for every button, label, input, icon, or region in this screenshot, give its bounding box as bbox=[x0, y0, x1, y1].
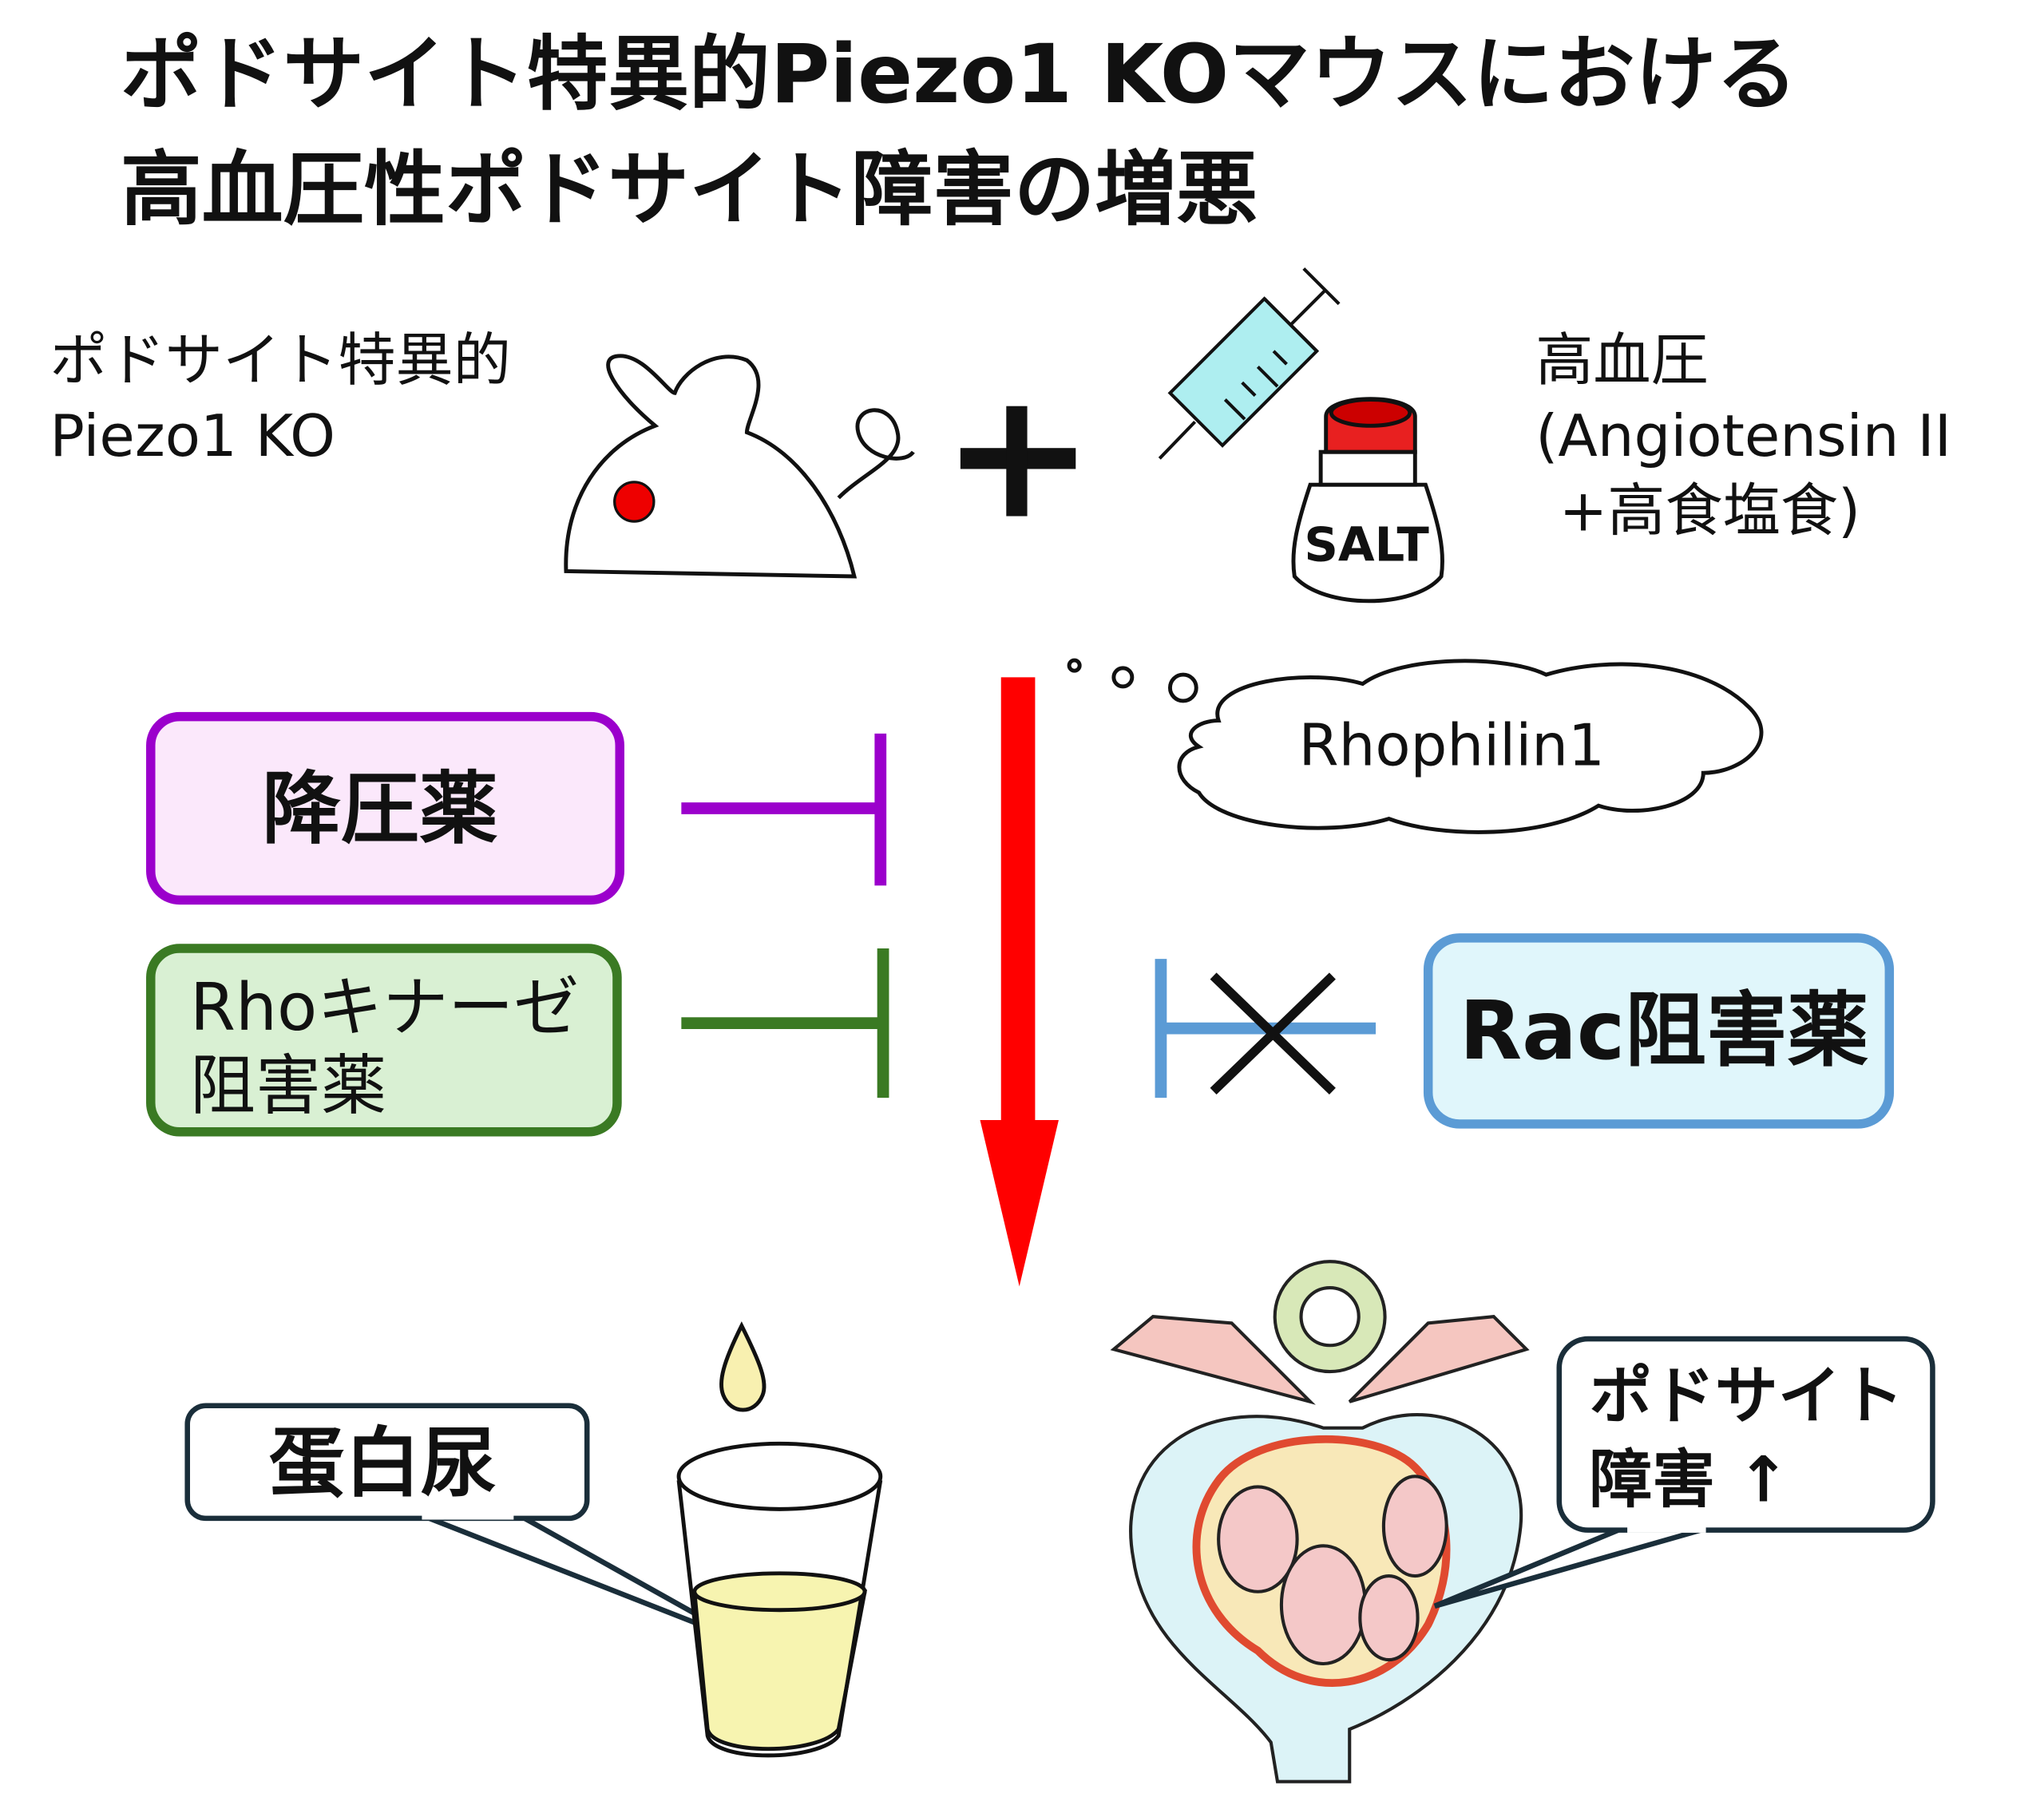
right-label-line3: +高食塩食) bbox=[1559, 478, 1860, 545]
antihypertensive-inhibition bbox=[681, 733, 887, 886]
thought-cloud bbox=[1067, 658, 1764, 834]
rac-inhibitor-label: Rac阻害薬 bbox=[1460, 984, 1869, 1078]
main-down-arrow bbox=[980, 677, 1059, 1287]
glomerulus-illustration bbox=[1110, 1260, 1530, 1783]
syringe-icon bbox=[1158, 267, 1341, 460]
rhophilin1-label: Rhophilin1 bbox=[1298, 712, 1605, 779]
podocyte-damage-line1: ポドサイト bbox=[1590, 1360, 1904, 1433]
proteinuria-label: 蛋白尿 bbox=[268, 1420, 496, 1508]
right-label-line1: 高血圧 bbox=[1535, 327, 1709, 394]
mouse-illustration bbox=[564, 354, 915, 579]
title-line1: ポドサイト特異的Piezo1 KOマウスにおける bbox=[121, 27, 1797, 121]
left-label-line1: ポドサイト特異的 bbox=[50, 327, 511, 394]
salt-label: SALT bbox=[1304, 517, 1428, 572]
podocyte-damage-line2: 障害 ↑ bbox=[1590, 1443, 1790, 1517]
left-label-line2: Piezo1 KO bbox=[50, 403, 335, 470]
rho-kinase-inhibition bbox=[681, 948, 889, 1099]
antihypertensive-box: 降圧薬 bbox=[146, 711, 624, 905]
rac-inhibitor-box: Rac阻害薬 bbox=[1423, 933, 1895, 1129]
right-label-line2: (Angiotensin II bbox=[1535, 403, 1951, 470]
rac-inhibition-blocked bbox=[1155, 959, 1377, 1099]
plus-icon bbox=[960, 406, 1076, 517]
salt-shaker-icon: SALT bbox=[1291, 397, 1444, 604]
antihypertensive-label: 降圧薬 bbox=[262, 764, 497, 855]
title-line2: 高血圧性ポドサイト障害の増悪 bbox=[121, 142, 1258, 236]
proteinuria-callout: 蛋白尿 bbox=[184, 1403, 751, 1647]
rho-kinase-label-line2: 阻害薬 bbox=[190, 1048, 386, 1124]
rho-kinase-label-line1: Rhoキナーゼ bbox=[190, 970, 579, 1046]
rho-kinase-inhibitor-box: Rhoキナーゼ 阻害薬 bbox=[146, 944, 622, 1137]
urine-glass-icon bbox=[676, 1321, 883, 1758]
podocyte-damage-callout: ポドサイト 障害 ↑ bbox=[1433, 1336, 1935, 1609]
